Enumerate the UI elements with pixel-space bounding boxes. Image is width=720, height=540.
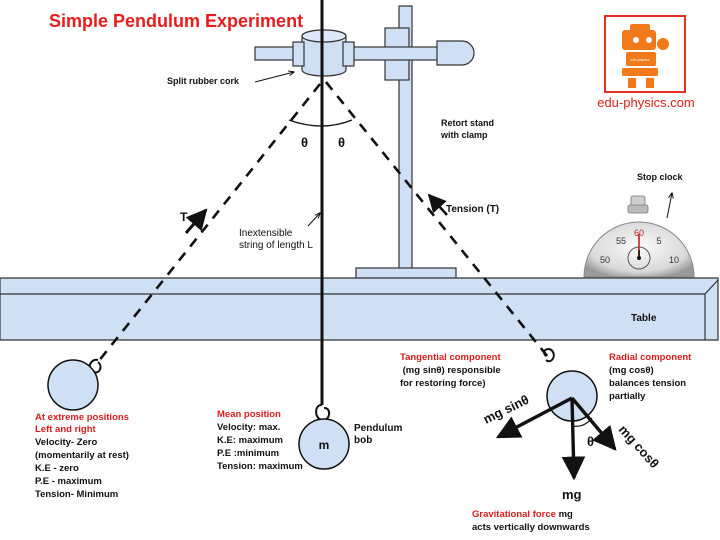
arrow-mg [561, 397, 586, 481]
string-left [96, 83, 322, 363]
extreme-line: K.E - zero [35, 463, 79, 474]
gravity-title-line: Gravitational force mg [472, 509, 573, 520]
clock-number-60: 60 [634, 228, 644, 238]
mean-line: P.E :minimum [217, 448, 279, 459]
brand-logo: edu-physics [604, 15, 686, 93]
stop-clock-label: Stop clock [637, 172, 684, 182]
gravity-title: Gravitational force [472, 509, 556, 520]
radial-title: Radial component [609, 352, 692, 363]
table-label: Table [631, 313, 657, 324]
mean-line: Velocity: max. [217, 422, 280, 433]
theta-arc [288, 119, 353, 127]
mean-position-notes: Mean position Velocity: max. K.E: maximu… [217, 409, 303, 472]
radial-line: balances tension [609, 378, 686, 389]
hook-mean [315, 404, 331, 422]
tension-arrow-left [184, 208, 208, 234]
stop-clock: 55 60 5 50 10 [583, 195, 695, 278]
string-right [324, 81, 550, 358]
split-cork [292, 29, 355, 77]
radial-notes: Radial component (mg cosθ) balances tens… [609, 352, 692, 402]
clock-number-55: 55 [616, 236, 626, 246]
clamp-knob [436, 40, 475, 66]
tension-label: Tension (T) [446, 204, 499, 215]
arrow-mg-sin [495, 396, 573, 439]
theta-left-label: θ [301, 135, 308, 150]
tangential-line: (mg sinθ) responsible [400, 365, 501, 376]
gravity-title-tail: mg [556, 509, 573, 520]
theta-arc-bottom [571, 417, 593, 427]
tension-t-label: T [180, 210, 188, 224]
mg-cos-label: mg cosθ [616, 422, 662, 471]
extreme-line: Tension- Minimum [35, 489, 118, 500]
gravity-notes: Gravitational force mg acts vertically d… [472, 509, 590, 533]
radial-line: partially [609, 391, 646, 402]
tangential-title: Tangential component [400, 352, 501, 363]
bob-label-line2: bob [354, 435, 372, 446]
table [0, 277, 719, 341]
mean-line: K.E: maximum [217, 435, 283, 446]
extreme-line: (momentarily at rest) [35, 450, 129, 461]
string-label-line1: Inextensible [239, 228, 293, 239]
clock-number-10: 10 [669, 255, 679, 265]
string-label-line2: string of length L [239, 240, 313, 251]
mean-title: Mean position [217, 409, 281, 420]
tangential-notes: Tangential component (mg sinθ) responsib… [400, 352, 501, 389]
bob-label-line1: Pendulum [354, 423, 402, 434]
extreme-title-2: Left and right [35, 424, 97, 435]
tension-arrow-right [427, 193, 448, 216]
extreme-line: P.E - maximum [35, 476, 102, 487]
mean-line: Tension: maximum [217, 461, 303, 472]
arrow-mg-cos [570, 396, 617, 451]
extreme-title-1: At extreme positions [35, 412, 129, 423]
extreme-position-notes: At extreme positions Left and right Velo… [35, 412, 129, 500]
mg-label: mg [562, 487, 582, 502]
bob-mass-label: m [319, 438, 330, 452]
site-link[interactable]: edu-physics.com [597, 95, 695, 110]
retort-label-line2: with clamp [440, 130, 488, 140]
retort-label-line1: Retort stand [441, 118, 494, 128]
page-title: Simple Pendulum Experiment [49, 11, 303, 31]
theta-right-label: θ [338, 135, 345, 150]
cork-label: Split rubber cork [167, 76, 240, 86]
theta-bottom-label: θ [587, 434, 594, 449]
mg-sin-label: mg sinθ [481, 392, 532, 427]
radial-line: (mg cosθ) [609, 365, 654, 376]
extreme-line: Velocity- Zero [35, 437, 97, 448]
bob-left [47, 359, 99, 411]
hook-right [543, 348, 555, 363]
clock-number-50: 50 [600, 255, 610, 265]
brand-badge-text: edu-physics [631, 58, 650, 62]
bob-mean [298, 418, 350, 470]
tangential-line: for restoring force) [400, 378, 486, 389]
clock-number-5: 5 [656, 236, 661, 246]
gravity-line: acts vertically downwards [472, 522, 590, 533]
